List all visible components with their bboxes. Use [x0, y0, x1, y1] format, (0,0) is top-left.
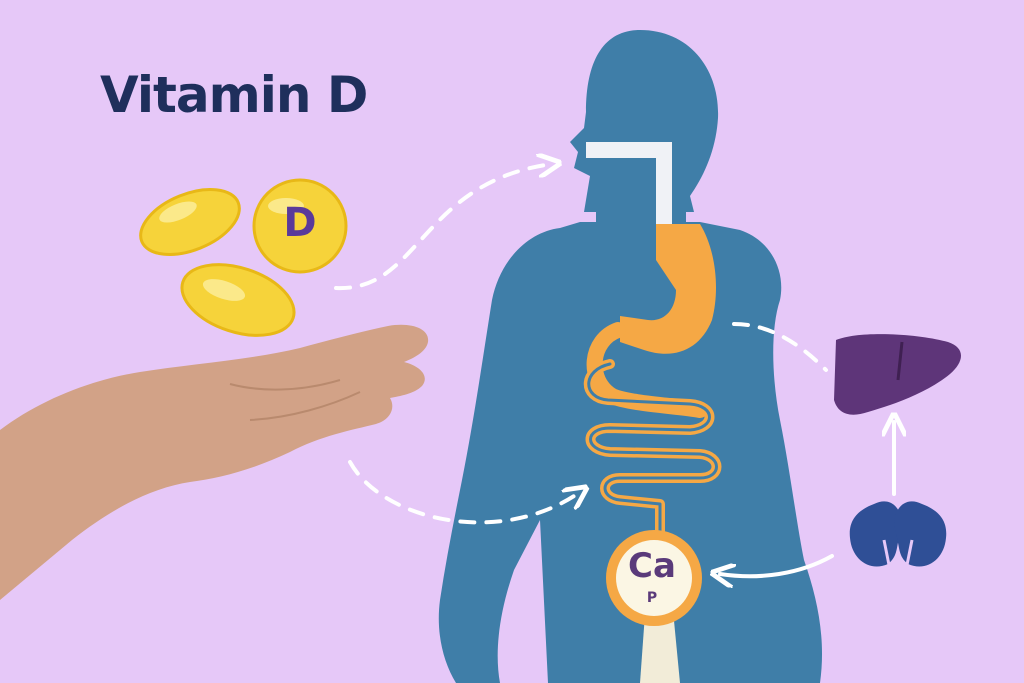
- vitamin-d-letter: D: [283, 200, 317, 246]
- arrow-to-mouth: [334, 164, 552, 291]
- liver-icon: [834, 334, 961, 415]
- softgel-capsule-icon: [180, 263, 296, 337]
- diagram-title: Vitamin D: [100, 66, 368, 124]
- oesophagus: [586, 142, 672, 232]
- calcium-phosphorus-badge-icon: [606, 530, 702, 626]
- open-hand-icon: [0, 324, 429, 600]
- arrow-to-intestine: [348, 460, 580, 525]
- arrow-to-liver: [732, 322, 828, 372]
- softgel-capsule-icon: [139, 188, 241, 256]
- phosphorus-label: P: [646, 590, 658, 606]
- pathway-arrows: [334, 164, 894, 576]
- arrow-kidney-to-calcium: [720, 554, 834, 576]
- vitamin-d-coin-icon: [252, 178, 348, 274]
- stomach-intestine-icon: [583, 224, 722, 553]
- calcium-label: Ca: [628, 546, 676, 586]
- kidneys-icon: [849, 501, 947, 581]
